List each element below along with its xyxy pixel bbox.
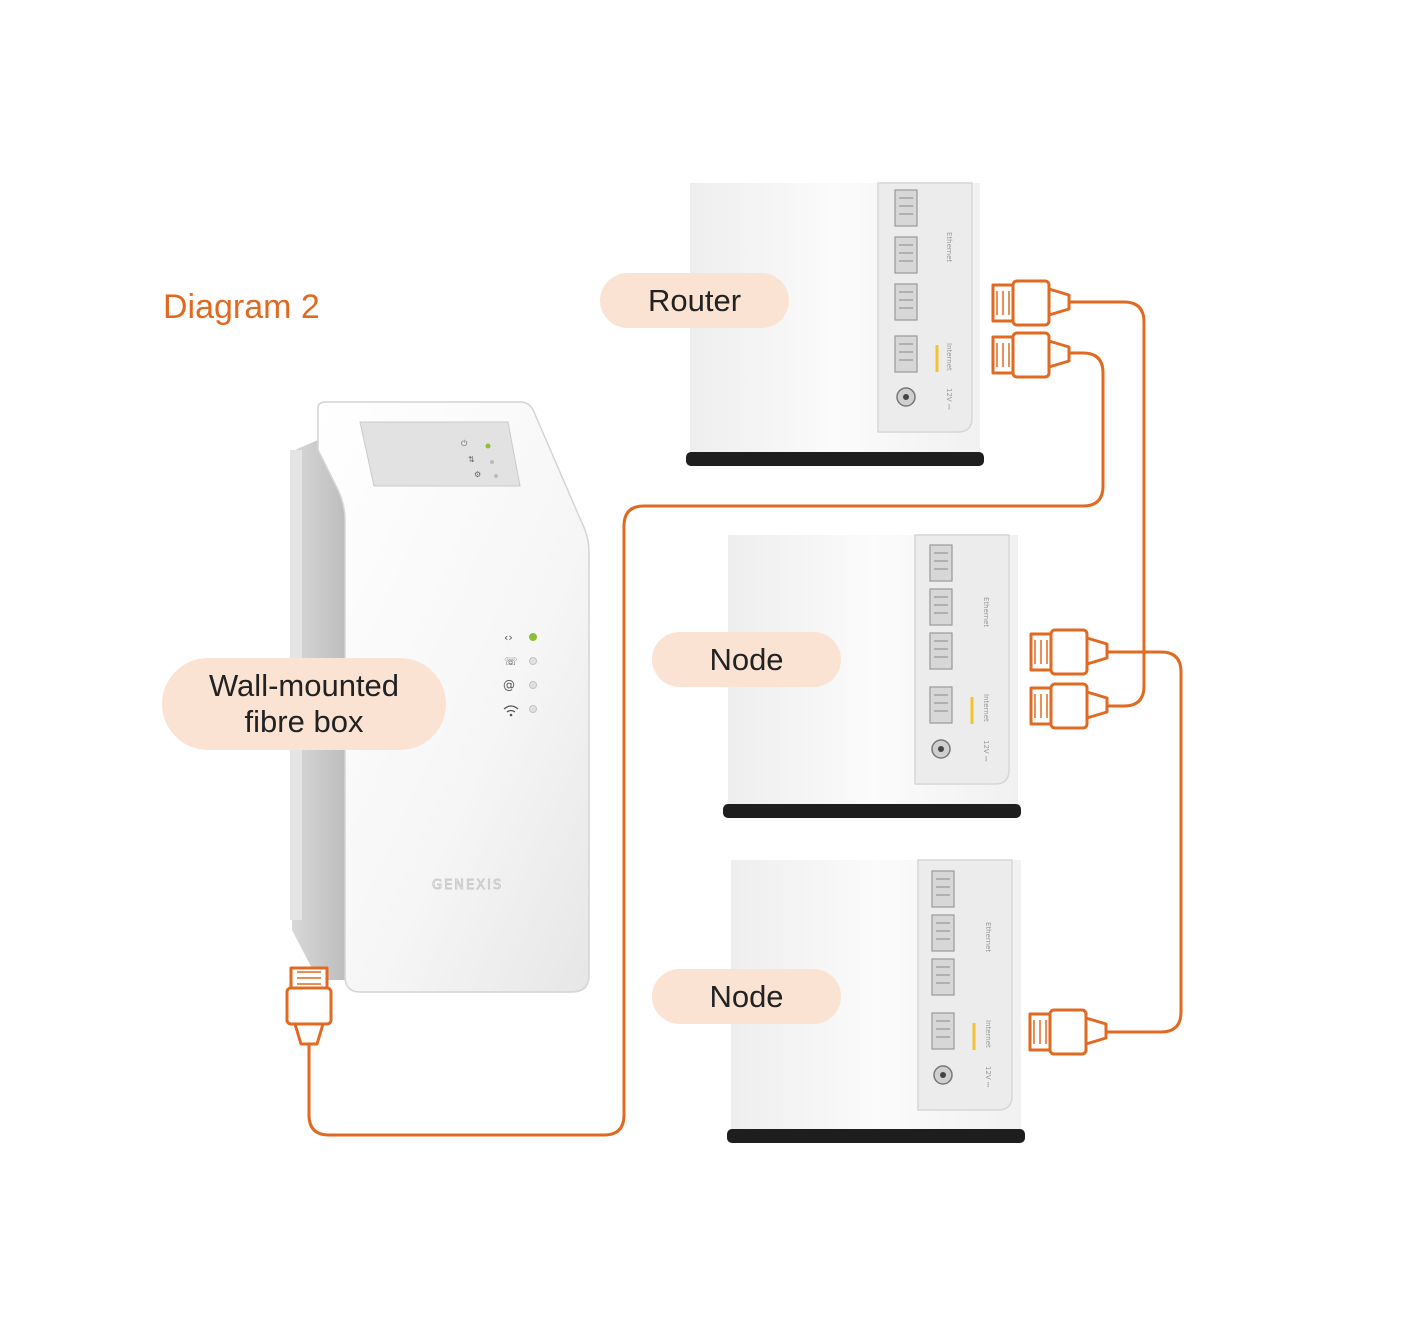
node-device-1: Ethernet Internet 12V ⎓ — [723, 534, 1021, 818]
router-label: Router — [600, 273, 789, 328]
cable-node-1-to-node-2 — [1106, 650, 1183, 1034]
internet-port-icon — [929, 686, 953, 724]
ethernet-port-icon — [894, 189, 918, 227]
node-base — [727, 1129, 1025, 1143]
router-device: Ethernet Internet 12V ⎓ — [686, 182, 984, 466]
ethernet-text: Ethernet — [945, 232, 953, 262]
status-led — [494, 474, 498, 478]
node-2-internet-plug-icon — [1028, 1008, 1108, 1056]
router-ethernet-ports — [894, 189, 918, 373]
fibre-box-plug-icon — [285, 966, 333, 1046]
ethernet-port-icon — [931, 914, 955, 952]
cable-router-to-node-1 — [1069, 300, 1146, 708]
router-internet-plug-icon — [991, 331, 1071, 379]
transfer-icon: ⇅ — [468, 455, 475, 464]
power-text: 12V ⎓ — [984, 1066, 992, 1088]
genexis-brand-logo: GENEXIS — [432, 878, 503, 893]
fibre-box-top-panel — [359, 421, 521, 487]
diagram-title: Diagram 2 — [163, 288, 320, 326]
internet-port-icon — [894, 335, 918, 373]
ethernet-port-icon — [929, 632, 953, 670]
fibre-box-label: Wall-mounted fibre box — [162, 658, 446, 750]
ethernet-port-icon — [931, 958, 955, 996]
node-1-internet-plug-icon — [1029, 682, 1109, 730]
cable-fibre-box-to-router — [307, 351, 1105, 1137]
node-1-label: Node — [652, 632, 841, 687]
ethernet-port-icon — [894, 236, 918, 274]
internet-at-icon: @ — [503, 678, 515, 692]
fibre-box-indicators: ‹› ☏ @ — [503, 631, 537, 717]
fibre-link-icon: ‹› — [504, 631, 513, 644]
router-base — [686, 452, 984, 466]
power-icon: ⏻ — [461, 439, 468, 448]
internet-text: Internet — [982, 694, 990, 722]
status-led — [490, 460, 494, 464]
node-port-panel — [914, 534, 1010, 785]
wifi-icon — [503, 705, 519, 713]
internet-port-icon — [931, 1012, 955, 1050]
router-ethernet-plug-icon — [991, 279, 1071, 327]
internet-text: Internet — [984, 1020, 992, 1048]
phone-icon: ☏ — [504, 655, 518, 668]
status-led — [529, 657, 537, 665]
fibre-box-label-line-1: Wall-mounted — [208, 668, 400, 704]
status-led — [529, 633, 537, 641]
ethernet-port-icon — [894, 283, 918, 321]
ethernet-port-icon — [929, 544, 953, 582]
ethernet-cables — [307, 300, 1183, 1137]
fibre-box-label-line-2: fibre box — [244, 704, 364, 739]
power-text: 12V ⎓ — [945, 388, 953, 410]
status-led — [529, 705, 537, 713]
ethernet-text: Ethernet — [982, 597, 990, 627]
ethernet-port-icon — [931, 870, 955, 908]
status-led — [529, 681, 537, 689]
settings-icon: ⚙ — [474, 470, 481, 479]
node-2-label: Node — [652, 969, 841, 1024]
internet-text: Internet — [945, 343, 953, 371]
plug-contacts — [297, 291, 1048, 1044]
node-1-ethernet-plug-icon — [1029, 628, 1109, 676]
ethernet-port-icon — [929, 588, 953, 626]
router-port-panel — [877, 182, 973, 433]
status-led — [485, 443, 491, 449]
fibre-box-cover — [317, 401, 590, 993]
power-text: 12V ⎓ — [982, 740, 990, 762]
ethernet-text: Ethernet — [984, 922, 992, 952]
node-base — [723, 804, 1021, 818]
